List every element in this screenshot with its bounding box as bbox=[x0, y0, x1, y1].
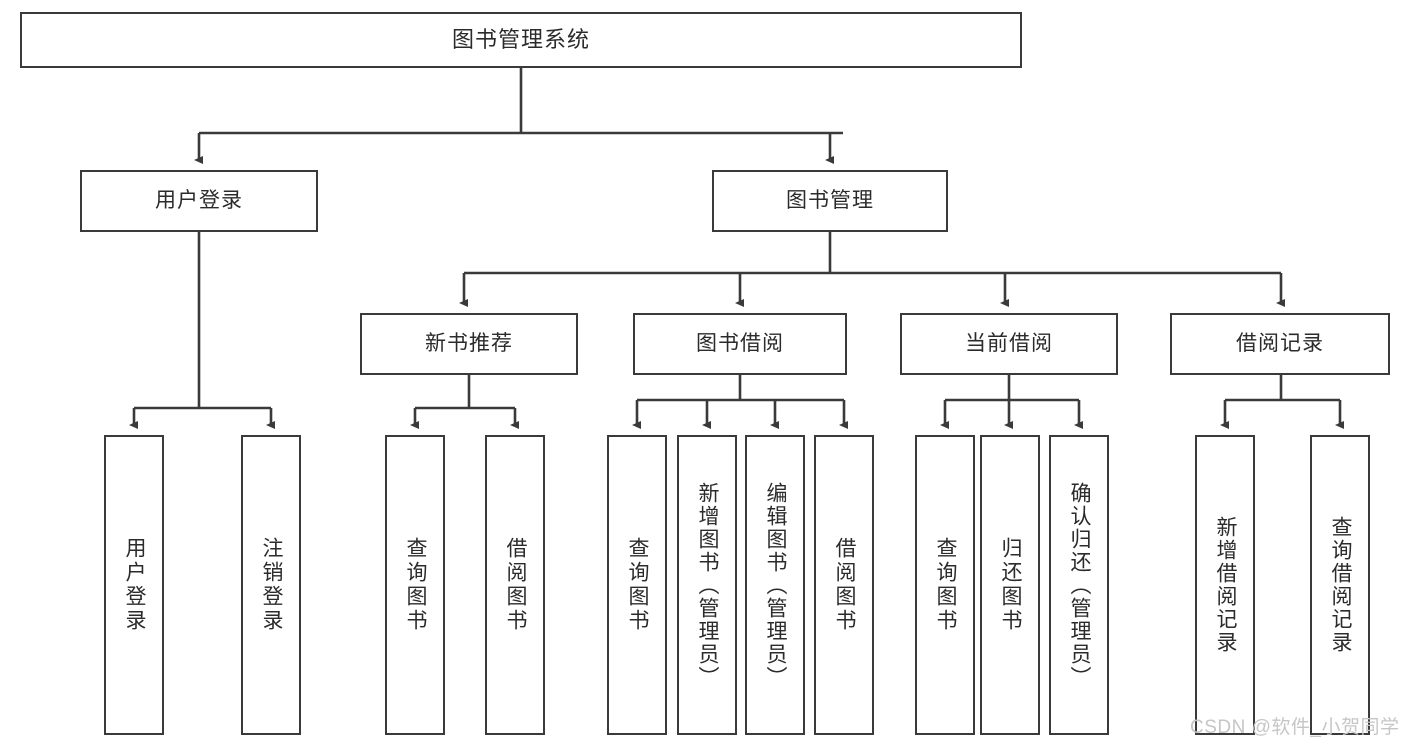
node-borrow-record[interactable]: 借阅记录 bbox=[1170, 313, 1390, 375]
node-book-borrow[interactable]: 图书借阅 bbox=[633, 313, 847, 375]
leaf-user-login[interactable]: 用户登录 bbox=[104, 435, 164, 735]
leaf-query-book-borrow[interactable]: 查询图书 bbox=[607, 435, 667, 735]
leaf-add-borrow-record[interactable]: 新增借阅记录 bbox=[1195, 435, 1255, 735]
leaf-query-borrow-record[interactable]: 查询借阅记录 bbox=[1310, 435, 1370, 735]
leaf-query-book-current[interactable]: 查询图书 bbox=[915, 435, 975, 735]
leaf-borrow-book[interactable]: 借阅图书 bbox=[814, 435, 874, 735]
leaf-borrow-book-new[interactable]: 借阅图书 bbox=[485, 435, 545, 735]
leaf-confirm-return-admin[interactable]: 确认归还（管理员） bbox=[1049, 435, 1109, 735]
node-current-borrow[interactable]: 当前借阅 bbox=[900, 313, 1118, 375]
node-new-book-recommend[interactable]: 新书推荐 bbox=[360, 313, 578, 375]
leaf-add-book-admin[interactable]: 新增图书（管理员） bbox=[677, 435, 737, 735]
csdn-watermark: CSDN @软件_小贺同学 bbox=[1190, 717, 1400, 738]
node-user-login[interactable]: 用户登录 bbox=[80, 170, 318, 232]
node-book-management[interactable]: 图书管理 bbox=[712, 170, 948, 232]
node-root-system[interactable]: 图书管理系统 bbox=[20, 12, 1022, 68]
leaf-return-book[interactable]: 归还图书 bbox=[980, 435, 1040, 735]
leaf-query-book-new[interactable]: 查询图书 bbox=[385, 435, 445, 735]
leaf-user-logout[interactable]: 注销登录 bbox=[241, 435, 301, 735]
leaf-edit-book-admin[interactable]: 编辑图书（管理员） bbox=[745, 435, 805, 735]
